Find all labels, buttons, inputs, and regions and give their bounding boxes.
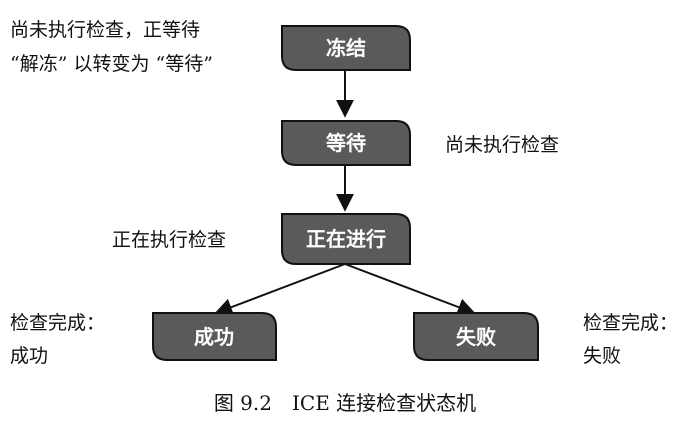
node-in-progress: 正在进行 (281, 213, 411, 265)
node-waiting-label: 等待 (326, 131, 366, 155)
node-frozen-shape (281, 25, 411, 71)
annotation-succeeded-line2: 成功 (10, 345, 48, 367)
node-failed-shape (413, 312, 539, 361)
node-frozen-label: 冻结 (326, 36, 366, 60)
node-succeeded-shape (152, 312, 277, 361)
node-in-progress-shape (281, 213, 411, 265)
annotation-failed-line1: 检查完成： (583, 312, 678, 334)
edge-in-progress-to-failed (344, 263, 476, 316)
annotation-succeeded-line1: 检查完成： (10, 312, 105, 334)
node-succeeded-label: 成功 (194, 325, 234, 349)
annotation-waiting: 尚未执行检查 (445, 134, 559, 156)
figure-caption: 图 9.2 ICE 连接检查状态机 (214, 391, 476, 415)
node-frozen: 冻结 (281, 25, 411, 71)
node-waiting: 等待 (281, 120, 411, 166)
node-failed: 失败 (413, 312, 539, 361)
node-waiting-shape (281, 120, 411, 166)
node-failed-label: 失败 (456, 325, 496, 349)
node-succeeded: 成功 (152, 312, 277, 361)
node-in-progress-label: 正在进行 (306, 227, 386, 251)
annotation-frozen-line2: “解冻” 以转变为 “等待” (10, 53, 213, 75)
annotation-in-progress: 正在执行检查 (112, 229, 226, 251)
edge-in-progress-to-succeeded (214, 263, 346, 316)
annotation-frozen-line1: 尚未执行检查，正等待 (10, 19, 200, 41)
annotation-failed-line2: 失败 (583, 345, 621, 367)
